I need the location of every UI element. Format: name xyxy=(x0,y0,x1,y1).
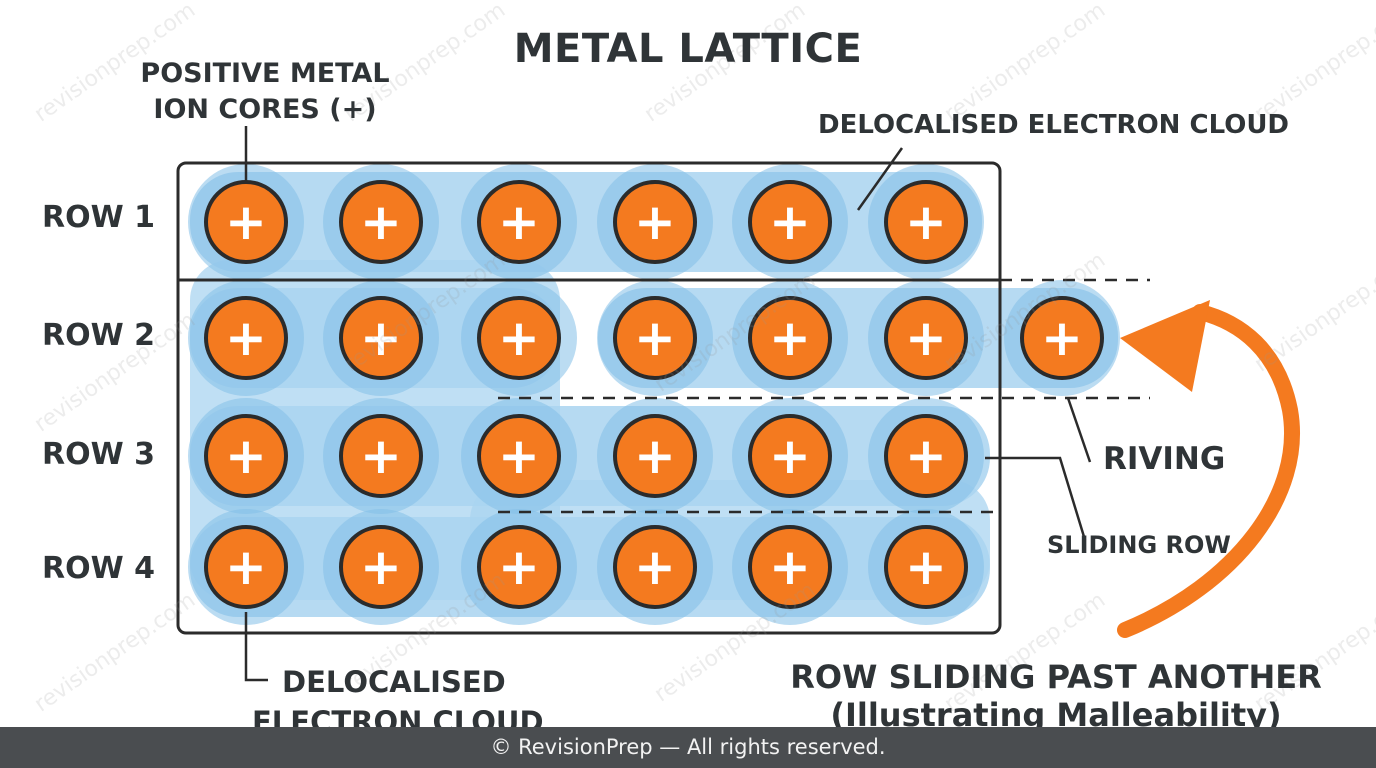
ion-core: + xyxy=(613,414,697,498)
cloud-label-top: DELOCALISED ELECTRON CLOUD xyxy=(818,110,1290,140)
ion-circle xyxy=(613,525,697,609)
row-label-2: ROW 2 xyxy=(42,318,156,353)
plus-sign: + xyxy=(634,427,676,485)
ion-core: + xyxy=(613,180,697,264)
plus-sign: + xyxy=(769,193,811,251)
plus-sign: + xyxy=(225,309,267,367)
ion-cores-label: POSITIVE METAL ION CORES (+) xyxy=(140,58,390,125)
ion-circle xyxy=(748,180,832,264)
ion-circle xyxy=(613,414,697,498)
ion-core: + xyxy=(884,180,968,264)
ion-core: + xyxy=(613,525,697,609)
ion-circle xyxy=(884,414,968,498)
plus-sign: + xyxy=(225,427,267,485)
ion-core: + xyxy=(477,525,561,609)
ion-circle xyxy=(613,180,697,264)
ion-core: + xyxy=(339,414,423,498)
plus-sign: + xyxy=(225,538,267,596)
plus-sign: + xyxy=(905,309,947,367)
ion-core: + xyxy=(613,296,697,380)
ion-circle xyxy=(339,296,423,380)
ion-core: + xyxy=(748,525,832,609)
ion-circle xyxy=(748,414,832,498)
plus-sign: + xyxy=(360,427,402,485)
ion-core: + xyxy=(339,525,423,609)
ion-core: + xyxy=(884,296,968,380)
slip-plane-guides xyxy=(498,278,1150,514)
ion-circle xyxy=(204,525,288,609)
plus-sign: + xyxy=(769,309,811,367)
sliding-arrow-curve xyxy=(1117,304,1300,638)
plus-sign: + xyxy=(498,309,540,367)
ion-core: + xyxy=(477,296,561,380)
ion-core: + xyxy=(204,180,288,264)
sliding-row-label: SLIDING ROW xyxy=(1047,531,1231,559)
ion-circle xyxy=(613,296,697,380)
ion-circle xyxy=(477,296,561,380)
ion-circle xyxy=(748,296,832,380)
ion-core: + xyxy=(339,296,423,380)
ion-circle xyxy=(477,414,561,498)
ion-circle xyxy=(339,414,423,498)
page-title: METAL LATTICE xyxy=(513,26,863,72)
ion-circle xyxy=(477,525,561,609)
row-label-4: ROW 4 xyxy=(42,551,156,586)
ion-core: + xyxy=(204,296,288,380)
ion-core: + xyxy=(204,414,288,498)
cloud-band xyxy=(190,172,982,272)
plus-sign: + xyxy=(1041,309,1083,367)
plus-sign: + xyxy=(905,193,947,251)
cloud-band xyxy=(598,288,1118,388)
plus-sign: + xyxy=(225,193,267,251)
ion-core: + xyxy=(748,296,832,380)
plus-sign: + xyxy=(498,193,540,251)
ion-circle xyxy=(884,525,968,609)
ion-core: + xyxy=(204,525,288,609)
plus-sign: + xyxy=(634,193,676,251)
ion-cores: + + + + + + + + + + + + + + + + + + + + + + + + + xyxy=(204,180,1104,609)
plus-sign: + xyxy=(360,309,402,367)
plus-sign: + xyxy=(634,538,676,596)
ion-core: + xyxy=(748,414,832,498)
ion-circle xyxy=(477,180,561,264)
plus-sign: + xyxy=(360,538,402,596)
ion-circle xyxy=(339,525,423,609)
plus-sign: + xyxy=(498,427,540,485)
row-label-1: ROW 1 xyxy=(42,200,156,235)
plus-sign: + xyxy=(769,538,811,596)
ion-core: + xyxy=(477,414,561,498)
plus-sign: + xyxy=(905,538,947,596)
ion-circle xyxy=(339,180,423,264)
row-label-3: ROW 3 xyxy=(42,437,156,472)
ion-core: + xyxy=(1020,296,1104,380)
ion-circle xyxy=(204,180,288,264)
ion-core: + xyxy=(884,525,968,609)
ion-circle xyxy=(204,414,288,498)
ion-circle xyxy=(884,180,968,264)
sliding-arrow-head xyxy=(1120,300,1210,392)
riving-label: RIVING xyxy=(1103,441,1226,477)
plus-sign: + xyxy=(498,538,540,596)
caption: ROW SLIDING PAST ANOTHER (Illustrating M… xyxy=(760,658,1352,734)
plus-sign: + xyxy=(360,193,402,251)
ion-core: + xyxy=(884,414,968,498)
ion-circle xyxy=(884,296,968,380)
plus-sign: + xyxy=(634,309,676,367)
caption-line1: ROW SLIDING PAST ANOTHER xyxy=(790,658,1322,696)
plus-sign: + xyxy=(769,427,811,485)
cloud-label-bottom-line1: DELOCALISED xyxy=(282,665,506,699)
ion-circle xyxy=(1020,296,1104,380)
ion-core: + xyxy=(339,180,423,264)
ion-circle xyxy=(204,296,288,380)
leader-lines xyxy=(244,126,1092,682)
ion-core: + xyxy=(477,180,561,264)
plus-sign: + xyxy=(905,427,947,485)
ion-circle xyxy=(748,525,832,609)
copyright-footer: © RevisionPrep — All rights reserved. xyxy=(0,727,1376,768)
ion-core: + xyxy=(748,180,832,264)
